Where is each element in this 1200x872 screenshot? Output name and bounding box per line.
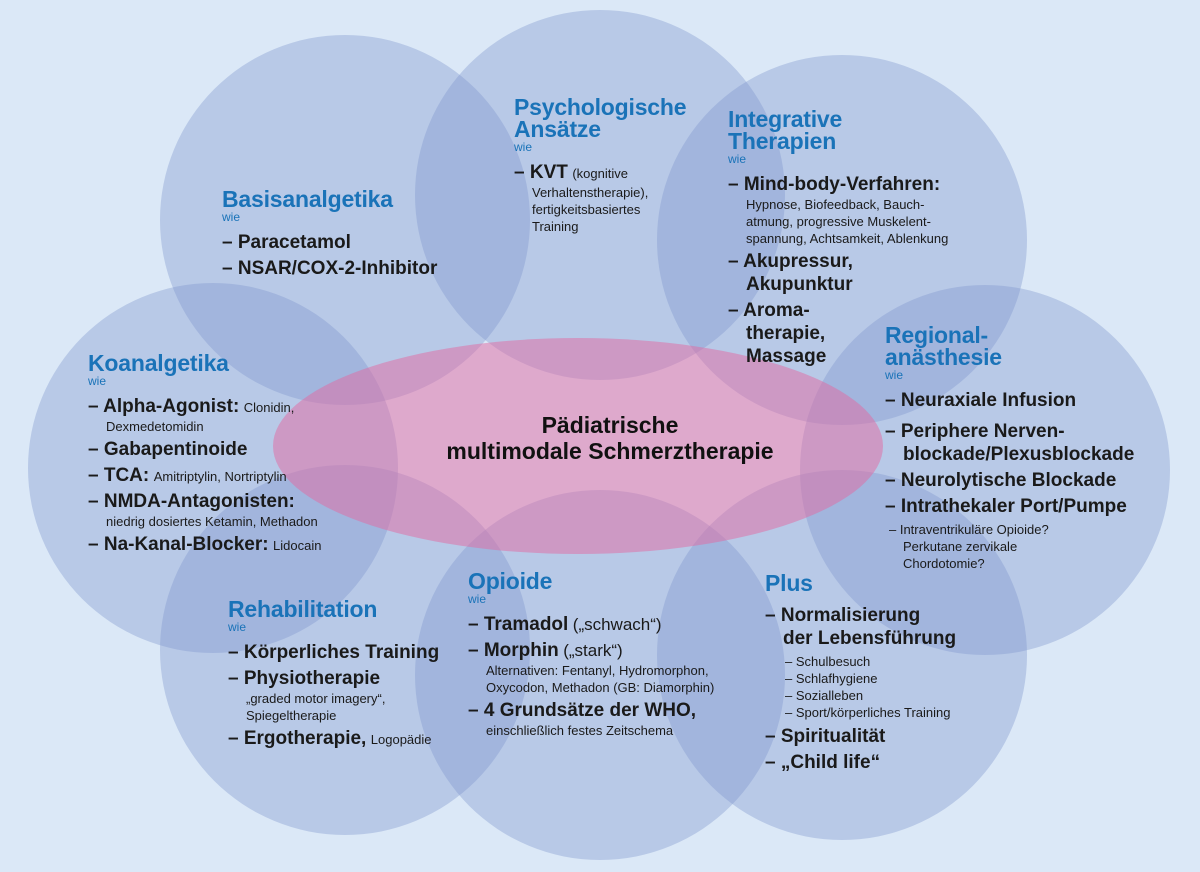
list-item-sub: („schwach“)	[572, 615, 662, 634]
list-item-main: – Normalisierung	[765, 605, 921, 626]
list-item-detail: Chordotomie?	[903, 556, 985, 571]
center-ellipse	[273, 338, 883, 554]
list-item-main: – Physiotherapie	[228, 668, 381, 689]
list-item-sub: (kognitive	[572, 166, 628, 181]
center-title-line1: Pädiatrische	[541, 412, 679, 438]
list-item-main: – Akupressur,	[728, 251, 853, 272]
section-psychologische: Psychologische Ansätze wie – KVT (kognit…	[514, 96, 704, 238]
list-item-sub: („stark“)	[563, 641, 623, 660]
list-item-main: Massage	[746, 346, 827, 367]
list-item-main: – TCA:	[88, 465, 150, 486]
wie-label: wie	[514, 140, 533, 154]
section-title-line2: Ansätze	[514, 116, 601, 142]
list-item-detail: spannung, Achtsamkeit, Ablenkung	[746, 231, 949, 246]
list-item-main: – Na-Kanal-Blocker:	[88, 534, 269, 555]
list-item-detail: einschließlich festes Zeitschema	[486, 723, 674, 738]
list-item-detail: Perkutane zervikale	[903, 539, 1018, 554]
list-item-detail: atmung, progressive Muskelent-	[746, 214, 931, 229]
section-regional: Regional- anästhesie wie – Neuraxiale In…	[885, 324, 1185, 575]
section-plus: Plus – Normalisierung der Lebensführung …	[765, 572, 995, 777]
list-item-detail: „graded motor imagery“,	[246, 691, 386, 706]
center-title-line2: multimodale Schmerztherapie	[446, 438, 774, 464]
section-title-line2: Therapien	[728, 128, 837, 154]
circle-rehabilitation	[160, 465, 530, 835]
list-item-main: therapie,	[746, 323, 826, 344]
wie-label: wie	[222, 210, 241, 224]
list-item-main: – 4 Grundsätze der WHO,	[468, 700, 697, 721]
list-item-main: der Lebensführung	[783, 628, 957, 649]
list-item-detail: Alternativen: Fentanyl, Hydromorphon,	[486, 663, 709, 678]
section-koanalgetika: Koanalgetika wie – Alpha-Agonist: Clonid…	[88, 352, 368, 559]
section-title-line2: anästhesie	[885, 344, 1002, 370]
wie-label: wie	[885, 368, 904, 382]
list-item-main: – „Child life“	[765, 752, 881, 773]
list-item-detail: Hypnose, Biofeedback, Bauch-	[746, 197, 925, 212]
circle-plus	[657, 470, 1027, 840]
list-item-detail: niedrig dosiertes Ketamin, Methadon	[106, 514, 318, 529]
list-subitem: – Schlafhygiene	[785, 671, 878, 686]
list-item-main: – Morphin	[468, 640, 559, 661]
section-title-line1: Regional-	[885, 322, 988, 348]
section-title-line1: Integrative	[728, 106, 843, 132]
section-title: Opioide	[468, 568, 553, 594]
section-title: Rehabilitation	[228, 596, 378, 622]
list-item-main: – Alpha-Agonist:	[88, 396, 240, 417]
section-rehabilitation: Rehabilitation wie – Körperliches Traini…	[228, 598, 468, 753]
list-subitem: – Schulbesuch	[785, 654, 871, 669]
circle-basisanalgetika	[160, 35, 530, 405]
section-basisanalgetika: Basisanalgetika wie – Paracetamol – NSAR…	[222, 188, 482, 283]
circle-opioide	[415, 490, 785, 860]
section-title: Basisanalgetika	[222, 186, 393, 212]
list-item-detail: Training	[532, 219, 579, 234]
list-item-main: – Neurolytische Blockade	[885, 470, 1117, 491]
list-item-detail: Verhaltenstherapie),	[532, 185, 649, 200]
list-item-detail: Dexmedetomidin	[106, 419, 204, 434]
list-item-main: – Spiritualität	[765, 726, 886, 747]
list-item-sub: Clonidin,	[243, 400, 295, 415]
section-title-line1: Psychologische	[514, 94, 687, 120]
list-item-main: – Periphere Nerven-	[885, 421, 1065, 442]
list-item-main: – Neuraxiale Infusion	[885, 390, 1077, 411]
list-item-main: Akupunktur	[746, 274, 853, 295]
list-item-main: – Ergotherapie,	[228, 728, 367, 749]
wie-label: wie	[728, 152, 747, 166]
wie-label: wie	[468, 592, 487, 606]
section-opioide: Opioide wie – Tramadol („schwach“) – Mor…	[468, 570, 753, 742]
circle-integrative	[657, 55, 1027, 425]
list-item-main: – Intrathekaler Port/Pumpe	[885, 496, 1127, 517]
wie-label: wie	[228, 620, 247, 634]
circle-regional	[800, 285, 1170, 655]
section-integrative: Integrative Therapien wie – Mind-body-Ve…	[728, 108, 998, 371]
list-item-main: – Mind-body-Verfahren:	[728, 174, 941, 195]
list-item-main: – Gabapentinoide	[88, 439, 248, 460]
list-item-main: blockade/Plexusblockade	[903, 444, 1135, 465]
list-item-main: – NMDA-Antagonisten:	[88, 491, 295, 512]
list-item-sub: Lidocain	[273, 538, 322, 553]
list-item-detail: fertigkeitsbasiertes	[532, 202, 641, 217]
section-title: Koanalgetika	[88, 350, 229, 376]
section-title: Plus	[765, 570, 813, 596]
circle-koanalgetika	[28, 283, 398, 653]
center-title: Pädiatrische multimodale Schmerztherapie	[390, 412, 830, 464]
list-item-main: – Tramadol	[468, 614, 569, 635]
list-item-main: – Körperliches Training	[228, 642, 440, 663]
list-item-sub: Amitriptylin, Nortriptylin	[153, 469, 287, 484]
list-item-detail: Oxycodon, Methadon (GB: Diamorphin)	[486, 680, 715, 695]
list-item-detail: – Intraventrikuläre Opioide?	[889, 522, 1049, 537]
list-item-main: – KVT	[514, 162, 568, 183]
list-item: – Paracetamol	[222, 232, 351, 253]
list-item: – NSAR/COX-2-Inhibitor	[222, 258, 438, 279]
wie-label: wie	[88, 374, 107, 388]
circle-psychologische	[415, 10, 785, 380]
list-subitem: – Sozialleben	[785, 688, 864, 703]
list-item-sub: Logopädie	[370, 732, 432, 747]
list-item-detail: Spiegeltherapie	[246, 708, 337, 723]
list-subitem: – Sport/körperliches Training	[785, 705, 951, 720]
list-item-main: – Aroma-	[728, 300, 810, 321]
